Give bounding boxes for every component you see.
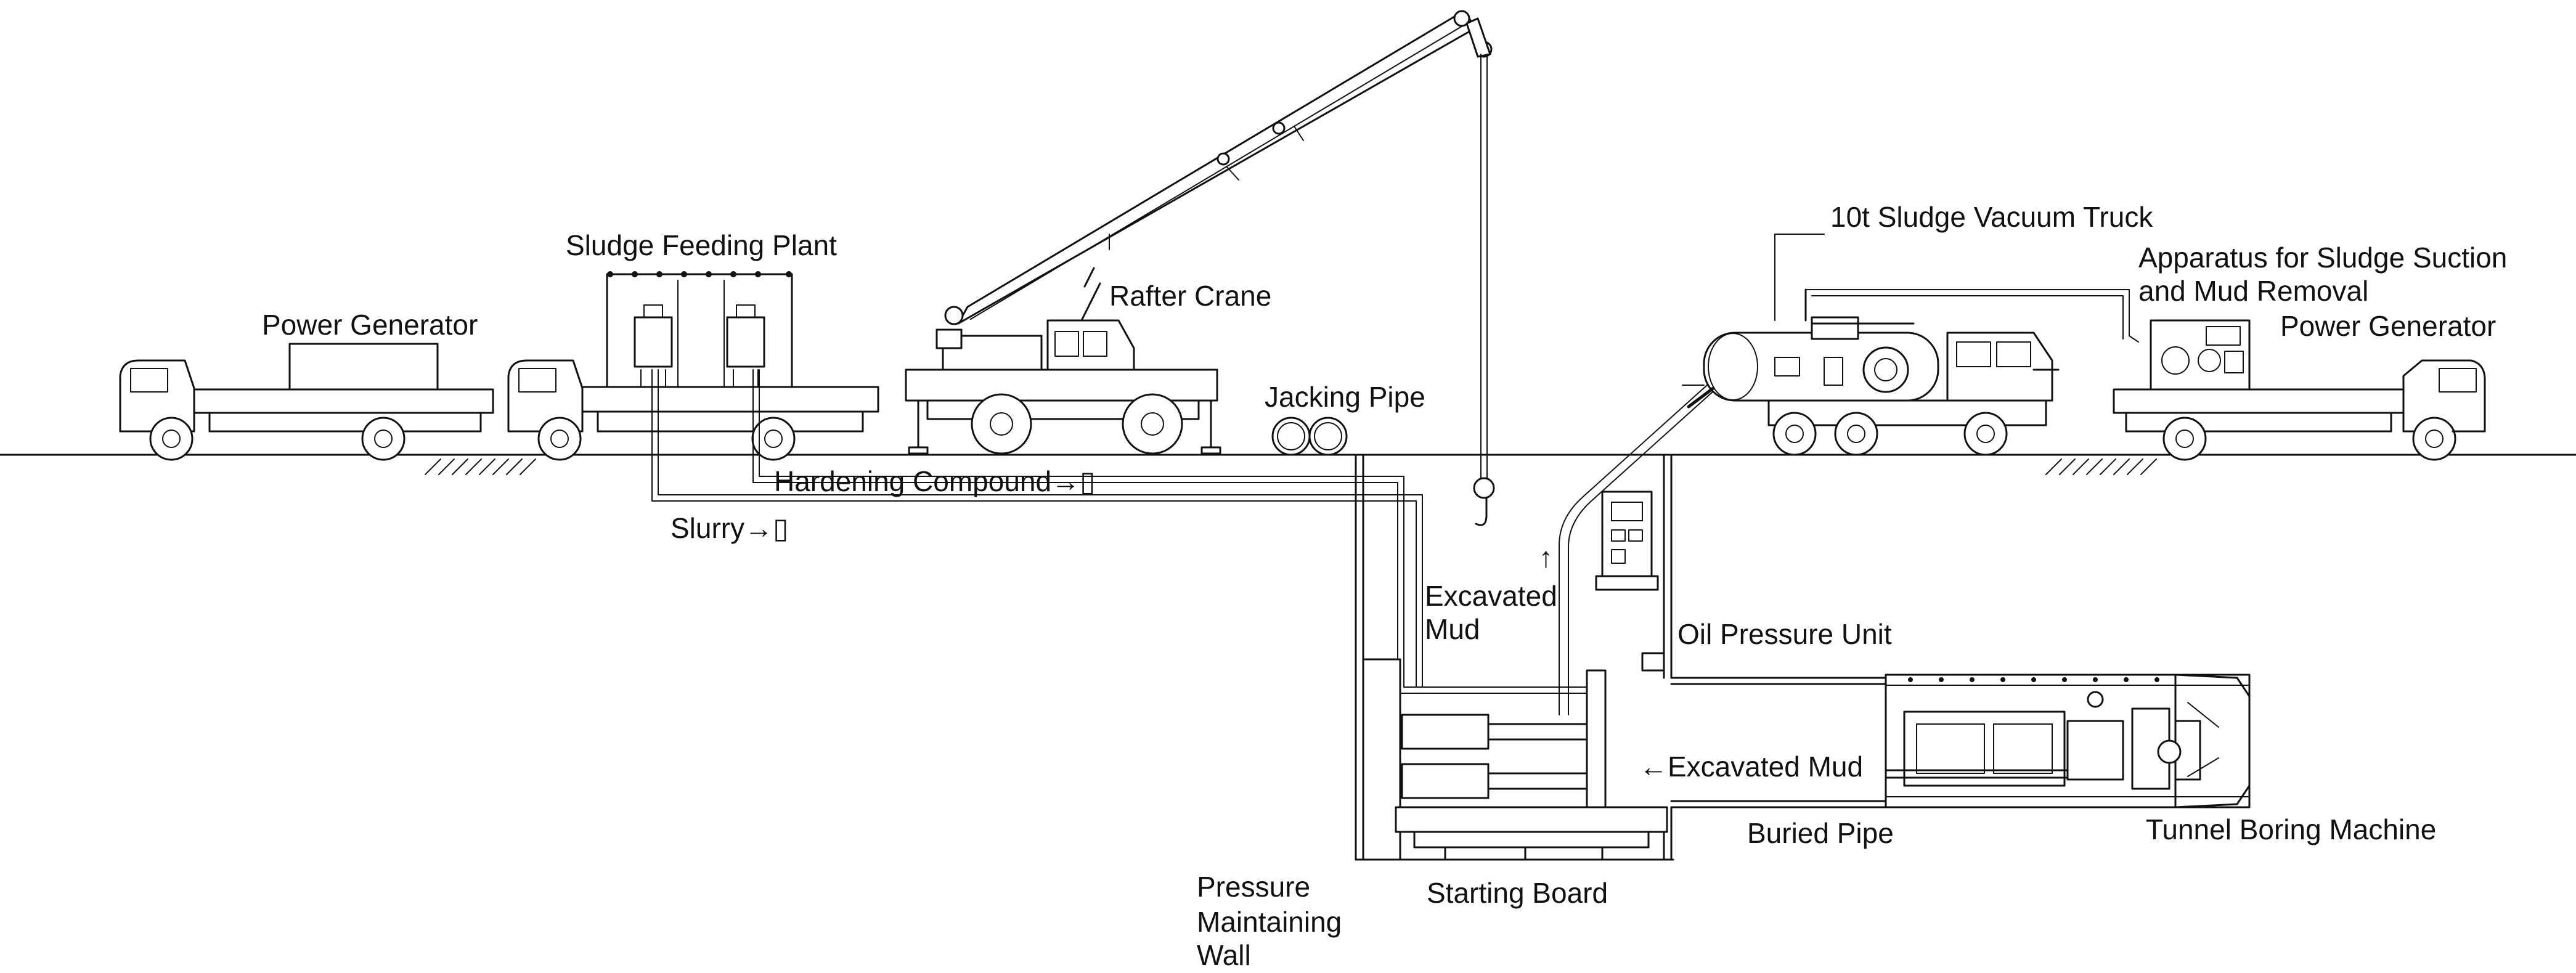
power-generator-truck-right [2113,319,2486,461]
tunnel-boring-machine [1885,674,2251,808]
label-excavated-mud-up-line2: Mud [1425,613,1480,645]
label-starting-board: Starting Board [1427,877,1608,909]
sludge-vacuum-truck [1682,288,2060,456]
label-excavated-mud-up-arrow: ↑ [1539,541,1553,573]
label-power-generator-right: Power Generator [2280,310,2496,342]
label-tunnel-boring-machine: Tunnel Boring Machine [2146,813,2436,845]
label-power-generator-left: Power Generator [262,309,478,341]
sludge-feeding-plant-truck [507,271,879,461]
label-slurry: Slurry→▯ [670,512,788,544]
label-excavated-mud-left: ←Excavated Mud [1639,751,1863,783]
slurry-pipeline [651,369,1423,688]
label-apparatus-line1: Apparatus for Sludge Suction [2138,242,2507,274]
ground-hatch-left [425,458,536,475]
label-sludge-vacuum-truck: 10t Sludge Vacuum Truck [1830,201,2153,233]
hardening-compound-pipeline [752,369,1603,694]
label-excavated-mud-up-line1: Excavated [1425,580,1557,612]
label-rafter-crane: Rafter Crane [1109,280,1271,312]
label-apparatus-line2: and Mud Removal [2138,275,2368,307]
label-pressure-wall-line1: Pressure [1197,871,1310,903]
leader-sludge-vacuum-truck [1774,234,1825,321]
label-buried-pipe: Buried Pipe [1747,817,1894,849]
excavated-mud-pipeline [1559,385,1714,715]
vertical-shaft [1355,454,1674,861]
tunnel-buried-pipe [1670,677,1887,808]
label-sludge-feeding-plant: Sludge Feeding Plant [566,229,837,261]
label-hardening-compound: Hardening Compound→▯ [774,465,1095,497]
rafter-crane [905,10,1495,526]
label-pressure-wall-line3: Wall [1197,939,1251,971]
label-jacking-pipe: Jacking Pipe [1265,381,1425,413]
jacking-pipes [1271,417,1348,456]
label-pressure-wall-line2: Maintaining [1197,906,1342,938]
power-generator-truck-left [119,343,494,461]
label-oil-pressure-unit: Oil Pressure Unit [1677,618,1892,650]
ground-hatch-right [2045,458,2157,475]
suction-hose [1805,289,2139,343]
